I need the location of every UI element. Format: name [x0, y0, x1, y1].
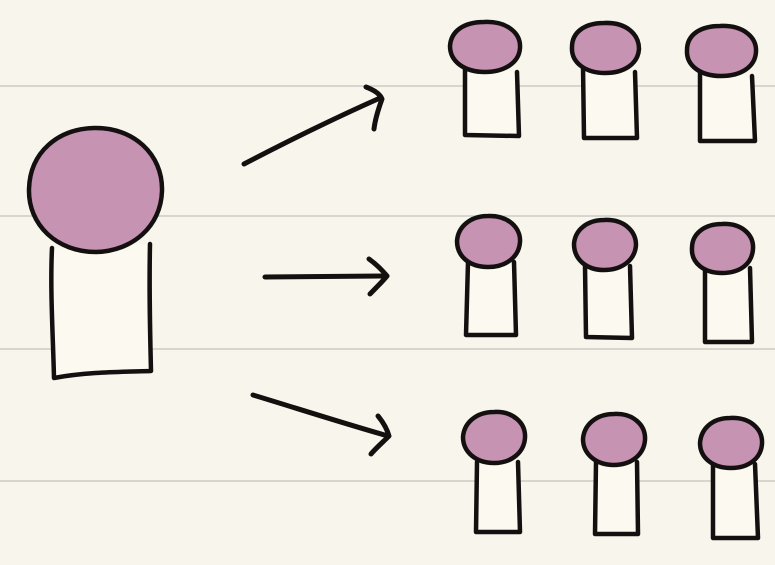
arrow-up-right-icon: [241, 84, 385, 167]
arrow-down-right-icon: [250, 392, 392, 457]
figure-body: [592, 459, 641, 537]
arrow-right-icon: [262, 256, 390, 297]
figure-head: [454, 213, 523, 270]
figure-body: [580, 63, 640, 141]
figure-body: [463, 259, 519, 338]
figure-body: [710, 461, 761, 541]
figure-head: [447, 19, 523, 75]
target-person-icon: [697, 415, 765, 541]
figure-body: [702, 265, 755, 345]
target-person-icon: [580, 411, 648, 537]
source-person-icon: [26, 125, 165, 381]
target-person-icon: [569, 20, 642, 141]
figure-body: [582, 263, 635, 341]
figure-body: [473, 459, 523, 535]
target-person-icon: [454, 213, 523, 338]
figure-head: [684, 23, 759, 79]
target-person-icon: [684, 23, 759, 144]
target-person-icon: [460, 409, 528, 535]
target-person-icon: [447, 19, 523, 139]
target-person-icon: [689, 221, 756, 345]
figure-head: [697, 415, 765, 471]
figure-head: [460, 409, 528, 466]
target-person-icon: [571, 217, 639, 341]
target-figures: [447, 19, 765, 541]
figure-body: [462, 63, 522, 139]
figure-head: [689, 221, 756, 276]
arrows: [241, 84, 392, 457]
figure-body: [697, 67, 758, 144]
figure-head: [571, 217, 639, 273]
figure-head: [569, 20, 642, 76]
figure-head: [580, 411, 648, 468]
figure-body: [49, 241, 154, 381]
figure-head: [26, 125, 165, 255]
